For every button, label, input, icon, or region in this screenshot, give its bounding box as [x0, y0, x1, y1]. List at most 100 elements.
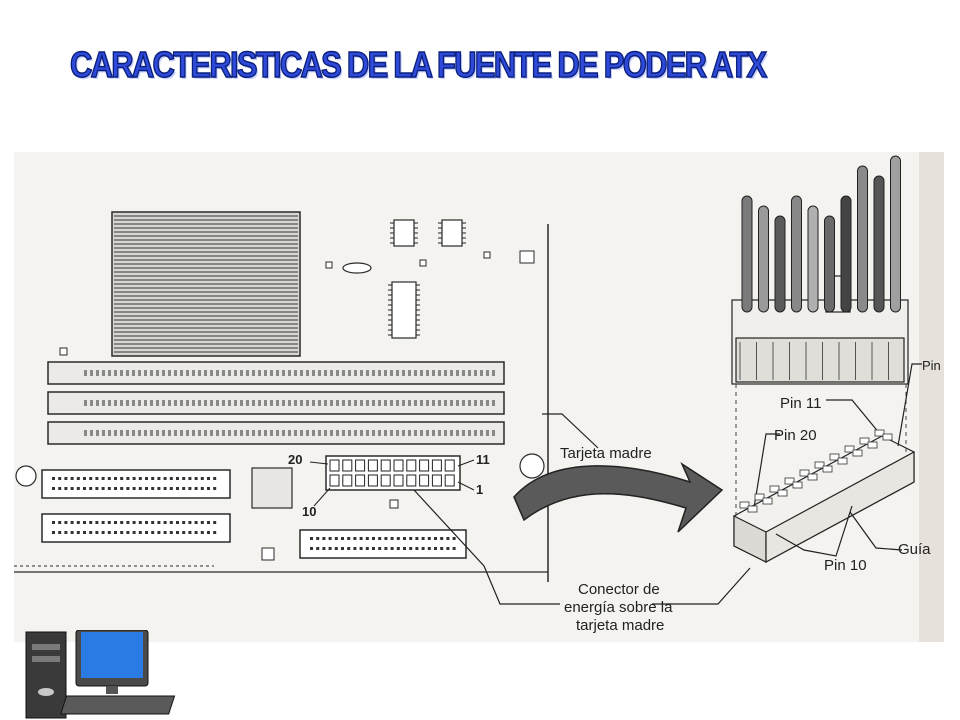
ide-pin: [107, 487, 111, 490]
ram-contact: [336, 430, 339, 436]
ram-contact: [192, 400, 195, 406]
atx-pin: [444, 459, 455, 472]
ram-contact: [324, 370, 327, 376]
ide-pin: [163, 477, 167, 480]
ide-pin: [200, 477, 204, 480]
ram-contact: [486, 370, 489, 376]
ram-contact: [456, 370, 459, 376]
ram-contact: [438, 430, 441, 436]
power-wire: [774, 215, 786, 313]
ram-contact: [450, 370, 453, 376]
ide-pin: [58, 521, 62, 524]
ide-pin: [421, 547, 425, 550]
ide-pin: [409, 547, 413, 550]
ide-pin: [64, 487, 68, 490]
ram-contact: [222, 400, 225, 406]
ram-contact: [468, 400, 471, 406]
ide-pin: [157, 521, 161, 524]
ram-contact: [192, 370, 195, 376]
label-leader: [413, 363, 922, 605]
power-wire: [873, 175, 885, 313]
ram-contact: [150, 370, 153, 376]
ram-contact: [366, 430, 369, 436]
ram-contact: [366, 400, 369, 406]
ram-contact: [120, 370, 123, 376]
ide-pin: [89, 531, 93, 534]
computer-tower-bay: [32, 656, 60, 662]
ide-pin: [70, 521, 74, 524]
ide-pin: [138, 531, 142, 534]
ram-contact: [138, 430, 141, 436]
connector-label-line1: Conector de: [578, 581, 660, 598]
ide-pin: [384, 537, 388, 540]
ide-pin: [58, 531, 62, 534]
receptacle-cell: [874, 429, 885, 437]
receptacle-cell: [777, 489, 788, 497]
ram-contact: [366, 370, 369, 376]
ide-pin: [114, 487, 117, 490]
ide-pin: [176, 487, 179, 490]
ide-pin: [176, 521, 179, 524]
ram-contact: [210, 430, 213, 436]
ram-contact: [180, 400, 183, 406]
ide-pin: [403, 547, 406, 550]
ram-contact: [330, 430, 333, 436]
power-wire: [824, 215, 835, 313]
ram-contact: [312, 400, 315, 406]
ide-pin: [390, 547, 394, 550]
ram-contact: [174, 370, 177, 376]
ide-pin: [76, 477, 80, 480]
atx-pin: [329, 459, 340, 472]
ide-pin: [101, 477, 105, 480]
ide-pin: [207, 521, 210, 524]
ram-contact: [462, 430, 465, 436]
ram-contact: [276, 370, 279, 376]
ram-contact: [354, 430, 357, 436]
ide-pin: [452, 547, 456, 550]
ide-connector: [41, 469, 467, 559]
ram-contact: [420, 370, 423, 376]
ide-pin: [83, 521, 86, 524]
ram-contact: [114, 400, 117, 406]
ram-contact: [390, 430, 393, 436]
ide-pin: [138, 487, 142, 490]
ram-contact: [336, 370, 339, 376]
ide-pin: [138, 521, 142, 524]
ram-contact: [318, 430, 321, 436]
atx-pin: [393, 474, 404, 487]
ide-pin: [365, 537, 369, 540]
mounting-hole: [519, 453, 545, 479]
ide-pin: [207, 487, 210, 490]
atx-pin: [419, 474, 430, 487]
ram-contact: [432, 370, 435, 376]
ide-pin: [83, 487, 86, 490]
ram-contact: [492, 370, 495, 376]
ram-contact: [480, 370, 483, 376]
ide-pin: [132, 487, 136, 490]
ram-contact: [102, 370, 105, 376]
ide-pin: [151, 521, 155, 524]
ide-pin: [89, 487, 93, 490]
ide-pin: [353, 547, 357, 550]
ide-pin: [83, 477, 86, 480]
ide-pin: [169, 531, 173, 534]
ide-pin: [372, 537, 375, 540]
ram-contact: [306, 400, 309, 406]
computer-monitor-stand: [106, 686, 118, 694]
ram-contact: [90, 430, 93, 436]
receptacle-cell: [814, 461, 825, 469]
ide-pin: [188, 521, 192, 524]
ide-pin: [194, 531, 198, 534]
receptacle-cell: [867, 441, 878, 449]
ram-contact: [234, 430, 237, 436]
ram-contact: [282, 430, 285, 436]
ram-contact: [96, 370, 99, 376]
atx-pin: [355, 474, 366, 487]
ram-contact: [168, 400, 171, 406]
ram-contact: [414, 430, 417, 436]
ide-pin: [310, 547, 313, 550]
ide-pin: [213, 477, 217, 480]
atx-pin: [444, 474, 455, 487]
ide-pin: [114, 477, 117, 480]
slide-title: CARACTERISTICAS DE LA FUENTE DE PODER AT…: [69, 43, 767, 86]
